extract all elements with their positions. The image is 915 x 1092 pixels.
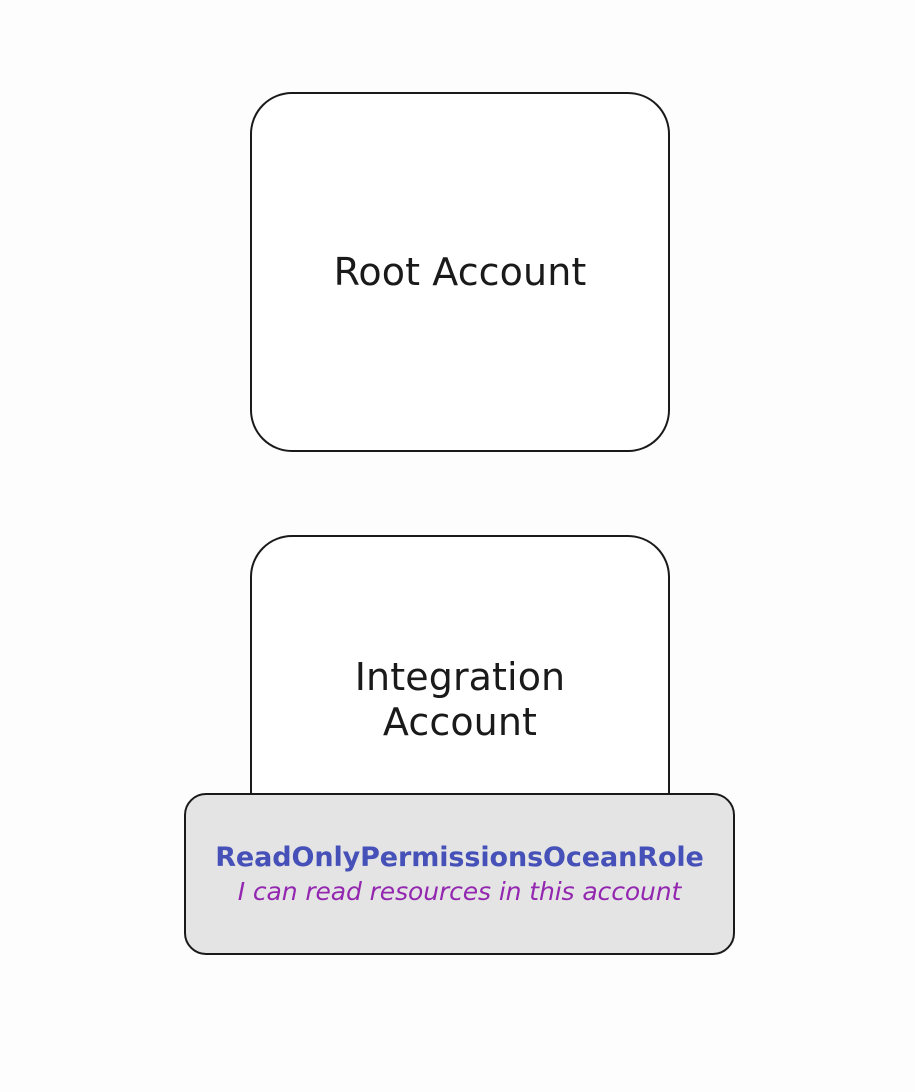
root-account-label: Root Account: [333, 249, 587, 294]
root-account-box[interactable]: Root Account: [250, 92, 670, 452]
iam-role-name: ReadOnlyPermissionsOceanRole: [215, 842, 704, 873]
iam-role-card[interactable]: ReadOnlyPermissionsOceanRole I can read …: [184, 793, 735, 955]
iam-role-description: I can read resources in this account: [237, 877, 682, 906]
integration-account-label: Integration Account: [354, 655, 566, 744]
